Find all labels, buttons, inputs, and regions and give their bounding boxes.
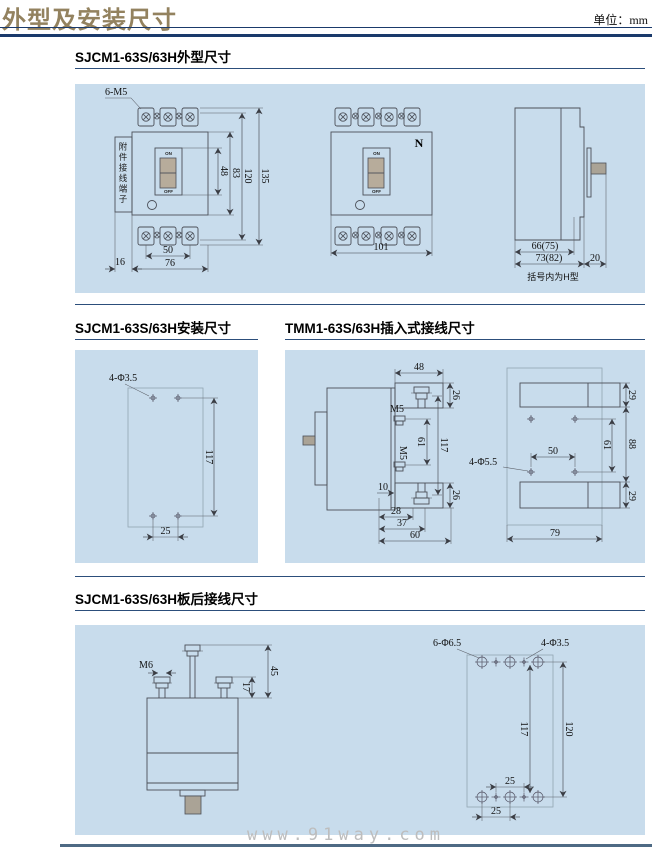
mounting-hole-plan: 4-Φ3.5 117 25 <box>109 373 218 541</box>
switch-on-label: ON <box>165 151 172 156</box>
dim-120: 120 <box>563 722 574 737</box>
dim-117: 117 <box>518 722 529 737</box>
switch-on-label: ON <box>373 151 380 156</box>
dim-25-upper: 25 <box>505 776 515 787</box>
breaker-front-3p: 6-M5 ON OFF <box>105 87 270 273</box>
unit-label: 单位：mm <box>593 13 648 27</box>
plugin-base-plan: 4-Φ5.5 50 61 29 88 29 79 <box>469 367 637 543</box>
side-toggle-handle <box>590 162 607 175</box>
switch-off-label: OFF <box>164 189 173 194</box>
toggle-handle <box>184 795 202 815</box>
dim-25-lower: 25 <box>491 806 501 817</box>
dim-101: 101 <box>374 242 389 253</box>
stud-m5-top-label: M5 <box>390 404 404 415</box>
rear-drilling-plan: 6-Φ6.5 4-Φ3.5 117 120 25 25 <box>433 638 574 821</box>
plugin-drawing: M5 M5 48 26 117 61 10 26 <box>302 362 637 545</box>
hole-spec-6-label: 6-Φ6.5 <box>433 638 461 649</box>
dim-37: 37 <box>397 518 407 529</box>
stud-m5-bottom-label: M5 <box>397 446 408 460</box>
panel-rear-wiring: M6 45 17 6-Φ6.5 4-Φ3.5 <box>75 625 645 835</box>
neutral-pole-label: N <box>415 136 424 150</box>
dim-135: 135 <box>259 169 270 184</box>
dim-26-bottom: 26 <box>450 490 461 500</box>
rear-wiring-drawing: M6 45 17 6-Φ6.5 4-Φ3.5 <box>139 638 574 821</box>
plugin-side-view: M5 M5 48 26 117 61 10 26 <box>302 362 461 545</box>
outline-drawing: 6-M5 ON OFF <box>105 87 607 282</box>
dim-50: 50 <box>548 446 558 457</box>
dim-117: 117 <box>438 438 449 453</box>
dim-48: 48 <box>218 166 229 176</box>
section-heading-outline: SJCM1-63S/63H外型尺寸 <box>75 50 232 65</box>
section-separator <box>75 576 645 577</box>
watermark: www.91way.com <box>246 825 446 845</box>
dim-28: 28 <box>391 506 401 517</box>
heading-underline <box>75 339 258 340</box>
dim-48: 48 <box>414 362 424 373</box>
side-view-note: 括号内为H型 <box>527 271 579 282</box>
thread-label: 6-M5 <box>105 87 127 98</box>
dim-66-75: 66(75) <box>532 241 559 252</box>
dim-50: 50 <box>163 245 173 256</box>
dim-88: 88 <box>626 439 637 449</box>
hole-spec-label: 4-Φ3.5 <box>109 373 137 384</box>
breaker-front-4p: N ON OFF 101 <box>330 107 433 257</box>
dim-117: 117 <box>203 450 214 465</box>
dim-61: 61 <box>601 440 612 450</box>
dim-45: 45 <box>268 666 279 676</box>
side-toggle-handle <box>302 435 316 446</box>
install-drawing: 4-Φ3.5 117 25 <box>109 373 218 541</box>
rear-stud-view: M6 45 17 <box>139 644 279 815</box>
dim-17: 17 <box>240 682 251 692</box>
breaker-side-view: 66(75) 73(82) 20 括号内为H型 <box>514 107 607 282</box>
panel-outline-dimensions: 6-M5 ON OFF <box>75 84 645 293</box>
section-heading-rear: SJCM1-63S/63H板后接线尺寸 <box>75 592 259 607</box>
heading-underline <box>75 610 645 611</box>
dim-20: 20 <box>590 253 600 264</box>
dim-26-top: 26 <box>450 390 461 400</box>
switch-off-label: OFF <box>372 189 381 194</box>
stud-m6-label: M6 <box>139 660 153 671</box>
section-separator <box>75 304 645 305</box>
section-heading-install: SJCM1-63S/63H安装尺寸 <box>75 321 232 336</box>
panel-install-dimensions: 4-Φ3.5 117 25 <box>75 350 258 563</box>
dim-61: 61 <box>415 437 426 447</box>
dim-79: 79 <box>550 528 560 539</box>
dim-25: 25 <box>161 526 171 537</box>
header-rule <box>0 27 652 37</box>
dim-10: 10 <box>378 482 388 493</box>
hole-spec-label: 4-Φ5.5 <box>469 457 497 468</box>
heading-underline <box>285 339 645 340</box>
hole-spec-4-label: 4-Φ3.5 <box>541 638 569 649</box>
accessory-terminal-label: 附件接线端子 <box>118 142 128 205</box>
dim-76: 76 <box>165 258 175 269</box>
page-title: 外型及安装尺寸 <box>2 5 177 34</box>
heading-underline <box>75 68 645 69</box>
dim-83: 83 <box>230 168 241 178</box>
footer-rule <box>60 844 652 847</box>
dim-16: 16 <box>115 257 125 268</box>
dim-120: 120 <box>242 169 253 184</box>
dim-29-bottom: 29 <box>626 491 637 501</box>
dim-73-82: 73(82) <box>536 253 563 264</box>
section-heading-plugin: TMM1-63S/63H插入式接线尺寸 <box>285 321 475 336</box>
panel-plugin-dimensions: M5 M5 48 26 117 61 10 26 <box>285 350 645 563</box>
dim-60: 60 <box>410 530 420 541</box>
dim-29-top: 29 <box>626 390 637 400</box>
